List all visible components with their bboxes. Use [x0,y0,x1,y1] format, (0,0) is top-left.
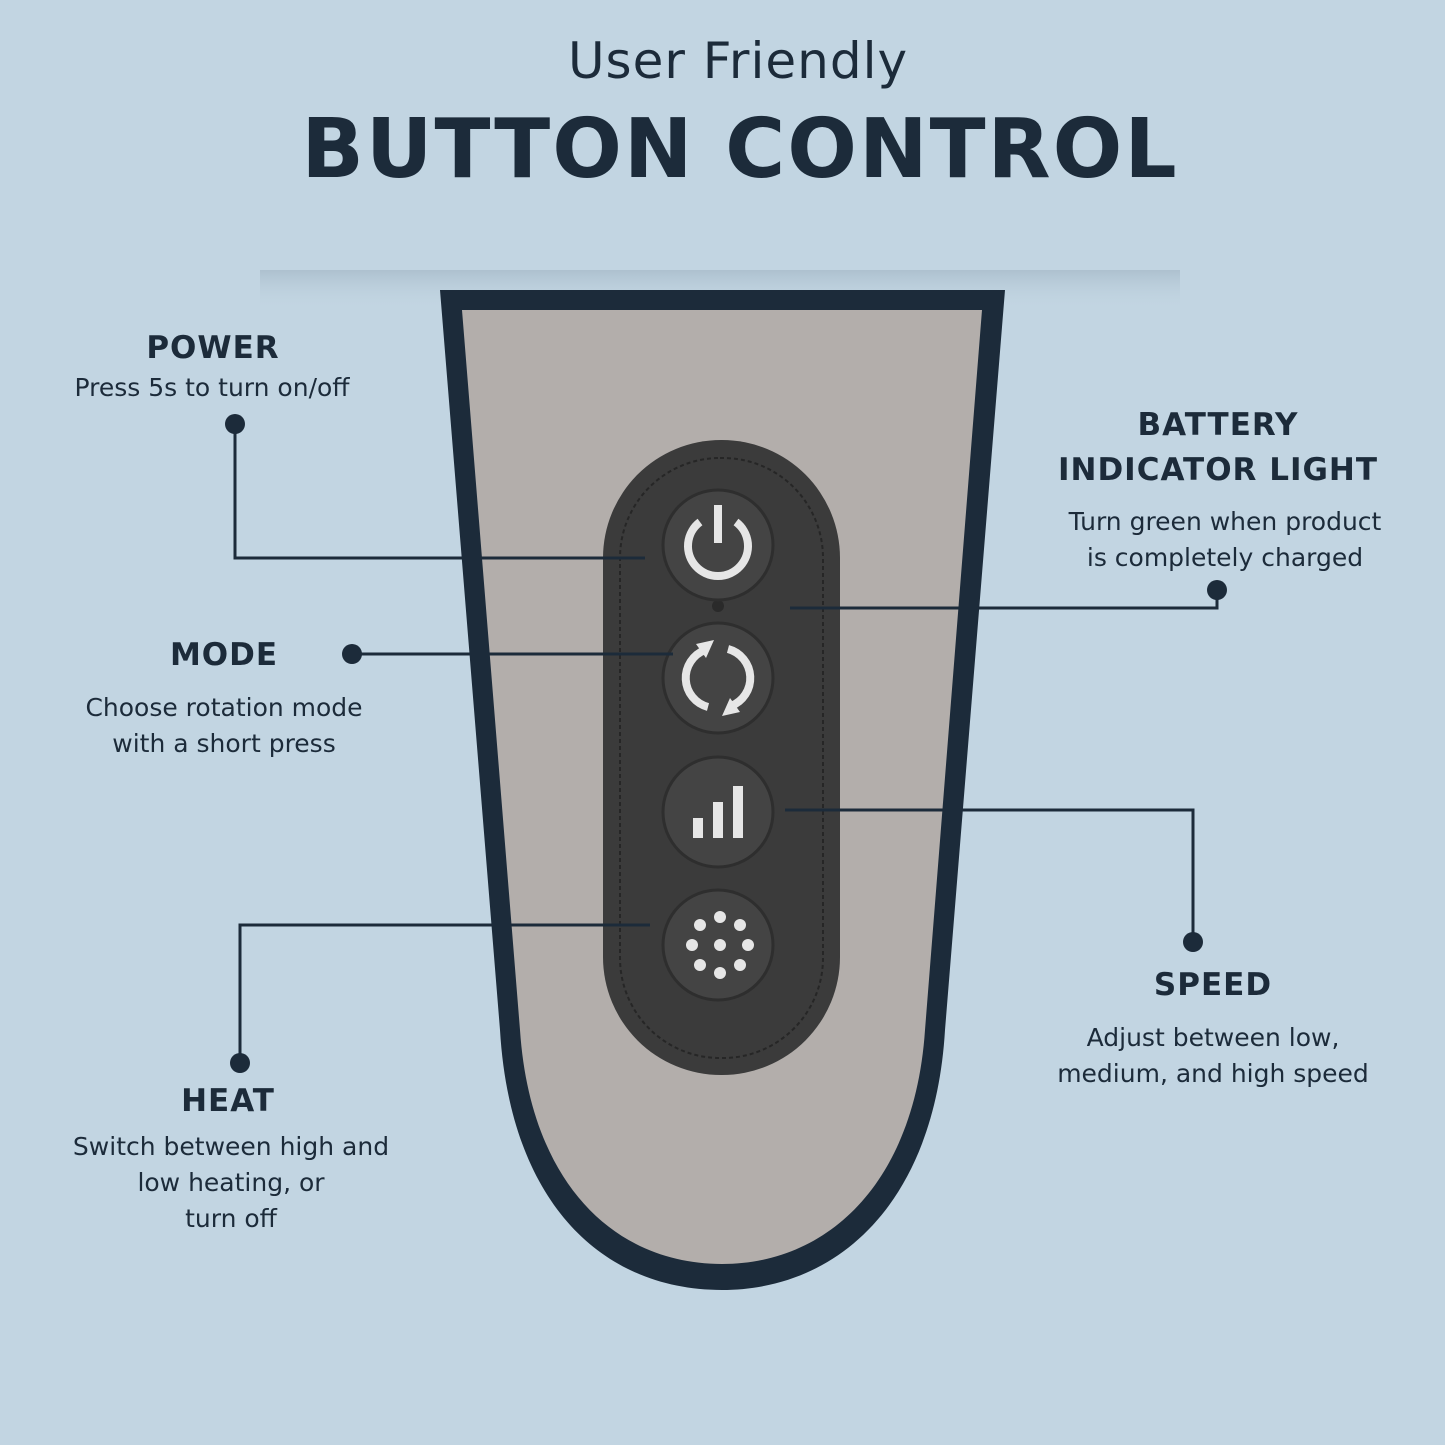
speed-description: Adjust between low, medium, and high spe… [1057,1020,1369,1092]
callout-dots [225,414,1227,1073]
speed-button[interactable] [661,755,775,869]
battery-label-line: INDICATOR LIGHT [1057,452,1379,488]
heat-label: HEAT [181,1083,275,1119]
speed-description-line: Adjust between low, [1086,1023,1340,1052]
mode-description-line: Choose rotation mode [85,693,363,722]
header-title: BUTTON CONTROL [301,102,1179,197]
header-subtitle: User Friendly [567,32,909,90]
speed-bars-icon [693,786,743,838]
heat-description-line: low heating, or [137,1168,325,1197]
mode-description: Choose rotation mode with a short press [85,690,362,762]
speed-label: SPEED [1153,967,1273,1003]
battery-description: Turn green when product is completely ch… [1069,504,1382,576]
battery-label: BATTERY INDICATOR LIGHT [1058,403,1378,493]
power-icon [684,518,752,580]
heat-description-line: turn off [185,1204,277,1233]
heat-dots-icon [686,911,754,979]
rotation-icon [681,645,755,711]
heat-description-line: Switch between high and [72,1132,390,1161]
power-leader [233,424,645,560]
heat-button[interactable] [661,888,775,1002]
mode-button[interactable] [661,621,775,735]
mode-description-line: with a short press [112,729,336,758]
power-description: Press 5s to turn on/off [74,373,350,402]
power-button[interactable] [661,488,775,602]
heat-leader [238,923,650,1063]
battery-description-line: Turn green when product [1068,507,1382,536]
power-label: POWER [146,330,280,366]
speed-description-line: medium, and high speed [1057,1059,1369,1088]
battery-description-line: is completely charged [1086,543,1364,572]
speed-leader [785,808,1195,942]
heat-description: Switch between high and low heating, or … [73,1129,389,1237]
battery-label-line: BATTERY [1137,407,1299,443]
mode-label: MODE [169,637,279,673]
